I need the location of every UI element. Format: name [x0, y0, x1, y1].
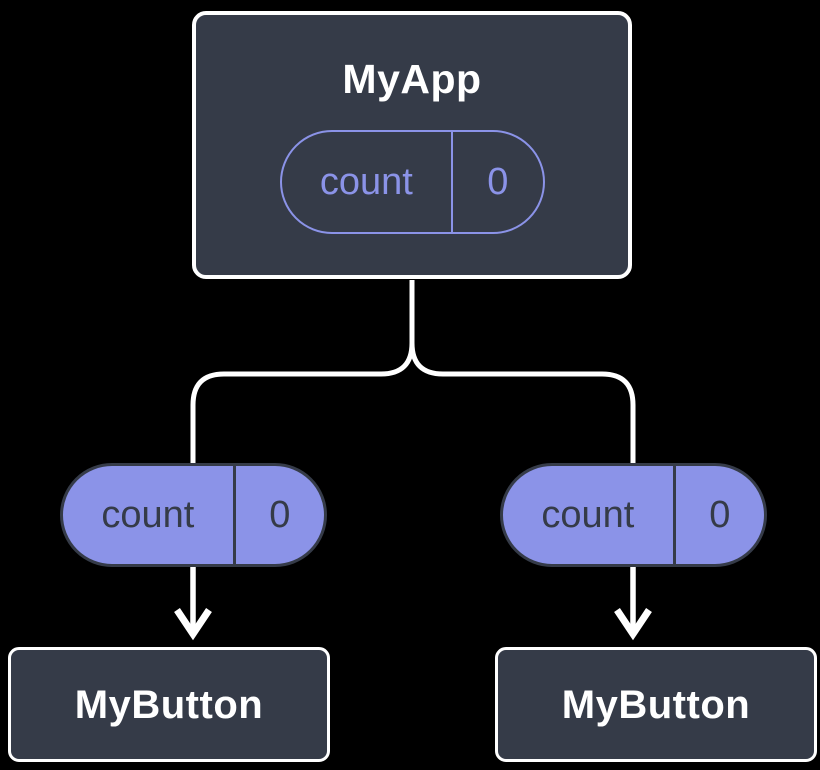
arrow-right: [614, 566, 652, 641]
branch-line-right: [409, 280, 636, 464]
prop-pill-right: count 0: [500, 463, 767, 567]
prop-pill-name: count: [503, 466, 676, 564]
component-node-mybutton-right: MyButton: [495, 647, 817, 762]
prop-pill-value: 0: [709, 494, 731, 536]
branch-line-left: [190, 280, 415, 464]
component-node-mybutton-left: MyButton: [8, 647, 330, 762]
arrow-left: [174, 566, 212, 641]
component-node-myapp: MyApp count 0: [192, 11, 632, 279]
component-title: MyButton: [561, 682, 751, 727]
prop-pill-left: count 0: [60, 463, 327, 567]
state-pill-name: count: [282, 132, 454, 232]
component-title: MyApp: [342, 56, 482, 102]
component-title: MyButton: [74, 682, 264, 727]
prop-pill-value: 0: [269, 494, 291, 536]
prop-pill-name: count: [63, 466, 236, 564]
state-pill-value: 0: [487, 161, 509, 203]
state-pill: count 0: [279, 130, 545, 234]
